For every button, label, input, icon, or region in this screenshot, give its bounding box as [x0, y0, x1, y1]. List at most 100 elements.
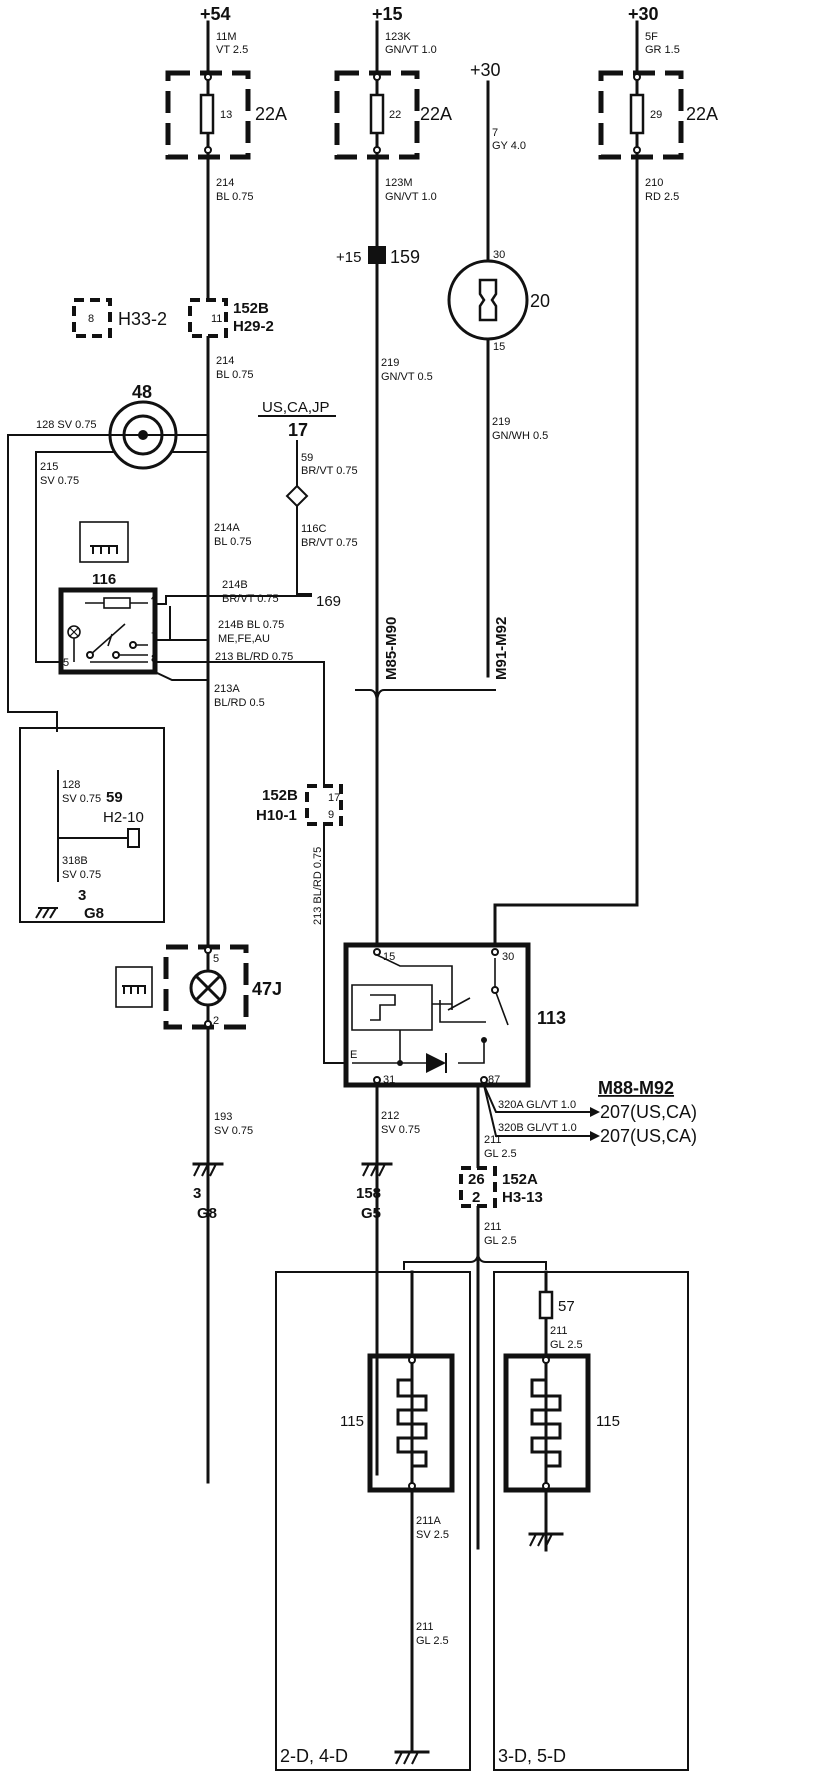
wire-label: SV 0.75 — [40, 475, 79, 487]
svg-text:152A: 152A — [502, 1171, 538, 1188]
wire-label: BR/VT 0.75 — [222, 593, 279, 605]
svg-text:22A: 22A — [686, 104, 718, 124]
relay-113: 15 30 E 31 87 113 — [343, 942, 566, 1088]
heater-element-box: 128 SV 0.75 59 H2-10 318B SV 0.75 3 G8 — [19, 727, 165, 923]
component-48: 48 — [108, 382, 178, 470]
svg-text:SV 2.5: SV 2.5 — [416, 1529, 449, 1541]
wire-label: 210 — [645, 177, 663, 189]
wire-label: 214A — [214, 522, 240, 534]
svg-text:G8: G8 — [84, 905, 104, 922]
rear-heater-icon — [115, 966, 153, 1008]
wire-label: SV 0.75 — [214, 1125, 253, 1137]
wire-label: 213A — [214, 683, 240, 695]
svg-text:2: 2 — [213, 1015, 219, 1027]
svg-text:48: 48 — [132, 382, 152, 402]
wire-30-right — [493, 20, 639, 944]
wire-213 — [155, 661, 349, 1064]
destination-207-a: 207(US,CA) — [600, 1102, 697, 1122]
supply-30-mid: +30 — [470, 60, 501, 80]
svg-text:GL 2.5: GL 2.5 — [550, 1339, 583, 1351]
svg-text:E: E — [350, 1049, 357, 1061]
wire-label: GN/VT 1.0 — [385, 191, 437, 203]
svg-text:15: 15 — [383, 951, 395, 963]
rear-heater-icon — [79, 521, 129, 563]
wire-label: BL 0.75 — [214, 536, 252, 548]
svg-text:G8: G8 — [197, 1205, 217, 1222]
wire-215 — [35, 451, 114, 663]
wire-label: 193 — [214, 1111, 232, 1123]
svg-text:H3-13: H3-13 — [502, 1189, 543, 1206]
svg-text:211A: 211A — [416, 1515, 442, 1527]
wire-label: 123K — [385, 31, 411, 43]
svg-text:17: 17 — [328, 792, 340, 804]
svg-text:3: 3 — [78, 887, 86, 904]
wire-label: BL/RD 0.5 — [214, 697, 265, 709]
svg-text:9: 9 — [328, 809, 334, 821]
svg-text:2-D, 4-D: 2-D, 4-D — [280, 1746, 348, 1766]
wire-label: 213 BL/RD 0.75 — [215, 651, 293, 663]
warning-lamp-47j: 5 2 47J — [163, 944, 282, 1030]
wire-214b-bl — [155, 606, 171, 641]
svg-text:13: 13 — [220, 109, 232, 121]
fuse-13: 13 22A — [165, 70, 287, 160]
svg-text:59: 59 — [106, 789, 123, 806]
ground-3-g8: 3 G8 — [192, 1162, 224, 1222]
svg-text:15: 15 — [493, 341, 505, 353]
svg-text:158: 158 — [356, 1185, 381, 1202]
wire-label: GL 2.5 — [484, 1235, 517, 1247]
svg-text:SV 0.75: SV 0.75 — [62, 869, 101, 881]
svg-text:152B: 152B — [233, 300, 269, 317]
svg-text:SV 0.75: SV 0.75 — [62, 793, 101, 805]
wire-label: 214B — [222, 579, 248, 591]
wire-label: GL 2.5 — [484, 1148, 517, 1160]
svg-text:30: 30 — [493, 249, 505, 261]
svg-text:115: 115 — [340, 1413, 364, 1430]
wire-label: SV 0.75 — [381, 1124, 420, 1136]
svg-text:5: 5 — [63, 657, 69, 669]
variant-m91-m92: M91-M92 — [493, 617, 510, 680]
svg-text:5: 5 — [213, 953, 219, 965]
wire-label: 211 — [484, 1134, 502, 1146]
svg-text:GL 2.5: GL 2.5 — [416, 1635, 449, 1647]
connector-169: 169 — [316, 593, 341, 610]
svg-text:318B: 318B — [62, 855, 88, 867]
wire-label: 59 — [301, 452, 313, 464]
svg-text:22: 22 — [389, 109, 401, 121]
svg-text:22A: 22A — [420, 104, 452, 124]
supply-30-right: +30 — [628, 4, 659, 24]
variant-bracket — [355, 689, 496, 706]
body-variant-brace — [403, 1251, 547, 1270]
svg-text:113: 113 — [537, 1008, 566, 1028]
wire-label: GN/VT 1.0 — [385, 44, 437, 56]
svg-text:116: 116 — [92, 571, 116, 588]
wire-label: GR 1.5 — [645, 44, 680, 56]
wire-label: RD 2.5 — [645, 191, 679, 203]
svg-text:211: 211 — [550, 1325, 568, 1337]
wire-label: 320A GL/VT 1.0 — [498, 1099, 576, 1111]
svg-text:26: 26 — [468, 1171, 485, 1188]
wire-label: 214 — [216, 355, 234, 367]
svg-text:152B: 152B — [262, 787, 298, 804]
variant-box-3d-5d: 57 211 GL 2.5 115 3-D, 5-D — [493, 1270, 689, 1771]
wire-label: 128 SV 0.75 — [36, 419, 97, 431]
wire-label: ME,FE,AU — [218, 633, 270, 645]
wire-label: 212 — [381, 1110, 399, 1122]
svg-text:G5: G5 — [361, 1205, 381, 1222]
svg-text:17: 17 — [288, 420, 308, 440]
fuse-22: 22 22A — [334, 70, 452, 160]
connector-h10-1: 17 9 152B H10-1 — [256, 784, 343, 826]
wire-label: BR/VT 0.75 — [301, 537, 358, 549]
wire-214b-brvt — [155, 595, 312, 605]
wire-label: 116C — [301, 523, 327, 535]
wire-320a — [483, 1084, 590, 1113]
connector-h29-2: 11 152B H29-2 — [188, 298, 274, 338]
svg-text:2: 2 — [472, 1189, 480, 1206]
svg-text:H10-1: H10-1 — [256, 807, 297, 824]
wire-label: 215 — [40, 461, 58, 473]
svg-text:20: 20 — [530, 291, 550, 311]
wire-214a — [155, 451, 209, 641]
diode-symbol — [285, 484, 309, 508]
svg-text:31: 31 — [383, 1074, 395, 1086]
svg-text:7: 7 — [151, 631, 157, 643]
